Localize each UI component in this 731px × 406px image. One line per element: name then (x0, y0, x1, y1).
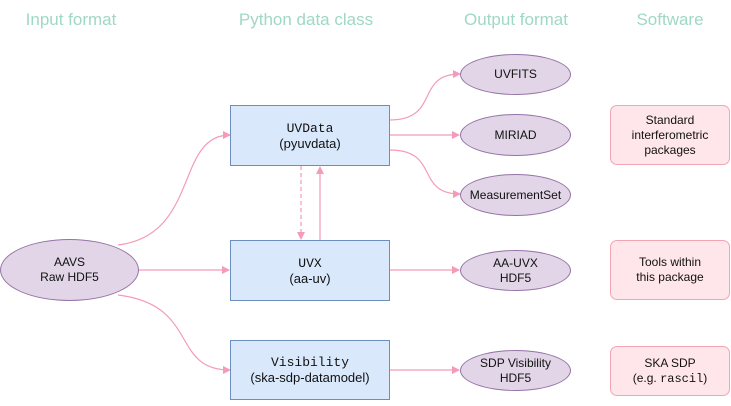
ska-suffix: ) (703, 370, 708, 385)
aavs-line2: Raw HDF5 (40, 270, 99, 284)
sdp-visibility-line2: HDF5 (499, 370, 532, 385)
uvdata-package: (pyuvdata) (279, 135, 341, 151)
column-header-output: Output format (464, 10, 568, 29)
aa-uvx-line1: AA-UVX (493, 255, 538, 270)
measurementset-label: MeasurementSet (469, 187, 562, 202)
ska-prefix: (e.g. (632, 370, 661, 385)
standard-packages-software-box: Standard interferometric packages (610, 105, 730, 165)
aavs-raw-hdf5-node: AAVS Raw HDF5 (0, 239, 139, 301)
visibility-class-node: Visibility (ska-sdp-datamodel) (230, 340, 390, 400)
aa-uvx-output-node: AA-UVX HDF5 (460, 250, 571, 291)
sdp-visibility-line1: SDP Visibility (480, 355, 551, 370)
visibility-package: (ska-sdp-datamodel) (250, 370, 370, 385)
standard-line2: interferometric (631, 127, 709, 142)
ska-line2: (e.g. rascil) (633, 371, 708, 387)
ska-line1: SKA SDP (644, 355, 696, 370)
column-header-input: Input format (25, 10, 117, 29)
tools-line1: Tools within (638, 255, 702, 269)
column-header-python: Python data class (238, 10, 374, 29)
uvx-package: (aa-uv) (289, 270, 331, 286)
ska-rascil-code: rascil (660, 371, 704, 386)
aavs-line1: AAVS (53, 255, 86, 269)
tools-within-package-software-box: Tools within this package (610, 240, 730, 300)
miriad-label: MIRIAD (494, 127, 537, 142)
standard-line3: packages (644, 142, 696, 157)
miriad-output-node: MIRIAD (460, 114, 571, 156)
edge-uvdata-ms (389, 149, 461, 198)
standard-line1: Standard (645, 112, 695, 127)
visibility-code: Visibility (270, 355, 349, 370)
ska-sdp-software-box: SKA SDP (e.g. rascil) (610, 346, 730, 396)
uvx-code: UVX (298, 255, 322, 271)
uvdata-code: UVData (286, 120, 334, 136)
column-header-software: Software (636, 10, 704, 29)
measurementset-output-node: MeasurementSet (460, 174, 571, 216)
tools-line2: this package (636, 270, 704, 284)
edge-aavs-uvdata (117, 131, 231, 246)
uvfits-output-node: UVFITS (460, 54, 571, 95)
edge-uvdata-uvfits (389, 70, 461, 121)
aa-uvx-line2: HDF5 (499, 270, 532, 285)
uvfits-label: UVFITS (494, 67, 537, 81)
sdp-visibility-output-node: SDP Visibility HDF5 (460, 350, 571, 391)
uvdata-class-node: UVData (pyuvdata) (230, 105, 390, 166)
edge-aavs-visibility (117, 294, 231, 374)
uvx-class-node: UVX (aa-uv) (230, 240, 390, 301)
